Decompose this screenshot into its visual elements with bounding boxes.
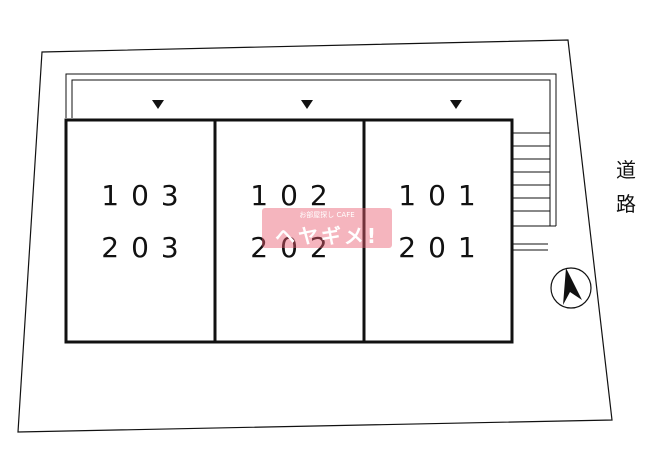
staircase bbox=[512, 132, 550, 212]
corridor-inner bbox=[71, 79, 551, 226]
north-arrow-icon bbox=[550, 267, 592, 309]
road-label-char-2: 路 bbox=[616, 192, 636, 216]
watermark-brand: ヘヤギメ! bbox=[274, 224, 380, 248]
unit-number-103: 103 bbox=[101, 179, 191, 212]
unit-number-102: 102 bbox=[250, 179, 340, 212]
unit-number-202: 202 bbox=[250, 231, 340, 264]
site-boundary bbox=[17, 39, 613, 433]
entrance-marker-icon bbox=[450, 100, 462, 109]
watermark-tagline: お部屋探し CAFE bbox=[299, 211, 355, 219]
watermark-logo: お部屋探し CAFE ヘヤギメ! bbox=[262, 208, 392, 248]
corridor-outline bbox=[65, 73, 557, 226]
unit-number-101: 101 bbox=[398, 179, 488, 212]
unit-number-201: 201 bbox=[398, 231, 488, 264]
entrance-marker-icon bbox=[152, 100, 164, 109]
entrance-marker-icon bbox=[301, 100, 313, 109]
road-label-char-1: 道 bbox=[616, 158, 636, 182]
unit-box-right bbox=[362, 118, 514, 344]
unit-number-203: 203 bbox=[101, 231, 191, 264]
